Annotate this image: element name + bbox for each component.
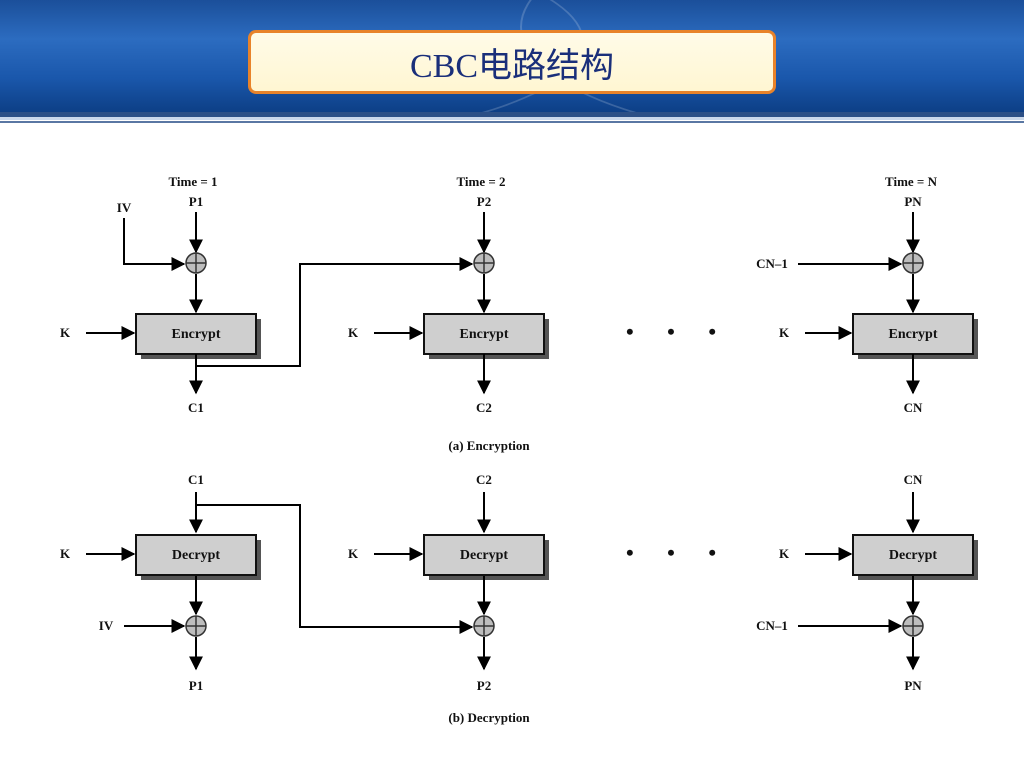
enc-chain-arrow xyxy=(196,257,474,367)
dec-pn: PN xyxy=(904,678,922,693)
dec-key-label: K xyxy=(348,546,359,561)
dec-cn1-label: CN–1 xyxy=(756,618,788,633)
dec-p1: P1 xyxy=(189,678,203,693)
dec-chain-arrow xyxy=(196,504,474,634)
header-rule xyxy=(0,112,1024,117)
decrypt-box: Decrypt xyxy=(852,534,978,580)
enc-c2: C2 xyxy=(476,400,492,415)
decrypt-label: Decrypt xyxy=(460,548,509,563)
enc-cn1-label: CN–1 xyxy=(756,256,788,271)
dec-c2: C2 xyxy=(476,472,492,487)
enc-caption: (a) Encryption xyxy=(448,438,530,453)
dec-cn: CN xyxy=(904,472,923,487)
dec-caption: (b) Decryption xyxy=(448,710,530,725)
dec-c1: C1 xyxy=(188,472,204,487)
xor-icon xyxy=(473,615,495,637)
enc-time-n: Time = N xyxy=(885,174,938,189)
dec-iv-label: IV xyxy=(99,618,114,633)
enc-key-label: K xyxy=(60,325,71,340)
enc-time-2: Time = 2 xyxy=(456,174,505,189)
title-box: CBC电路结构 xyxy=(248,30,776,94)
xor-icon xyxy=(902,615,924,637)
encrypt-box: Encrypt xyxy=(423,313,549,359)
decrypt-label: Decrypt xyxy=(172,548,221,563)
dec-key-label: K xyxy=(779,546,790,561)
xor-icon xyxy=(185,615,207,637)
dec-key-label: K xyxy=(60,546,71,561)
decrypt-label: Decrypt xyxy=(889,548,938,563)
slide-title: CBC电路结构 xyxy=(409,47,615,85)
dec-p2: P2 xyxy=(477,678,491,693)
header-rule xyxy=(0,121,1024,123)
encrypt-label: Encrypt xyxy=(889,327,938,342)
enc-time-1: Time = 1 xyxy=(168,174,217,189)
xor-icon xyxy=(902,252,924,274)
enc-ellipsis: • • • xyxy=(626,319,730,344)
encrypt-label: Encrypt xyxy=(172,327,221,342)
enc-key-label: K xyxy=(348,325,359,340)
header-rule xyxy=(0,117,1024,120)
enc-p1: P1 xyxy=(189,194,203,209)
enc-cn: CN xyxy=(904,400,923,415)
enc-iv-arrow xyxy=(123,218,186,271)
xor-icon xyxy=(185,252,207,274)
decrypt-box: Decrypt xyxy=(423,534,549,580)
xor-icon xyxy=(473,252,495,274)
enc-pn: PN xyxy=(904,194,922,209)
decrypt-box: Decrypt xyxy=(135,534,261,580)
encrypt-label: Encrypt xyxy=(460,327,509,342)
encrypt-box: Encrypt xyxy=(135,313,261,359)
enc-key-label: K xyxy=(779,325,790,340)
enc-c1: C1 xyxy=(188,400,204,415)
encrypt-box: Encrypt xyxy=(852,313,978,359)
enc-iv-label: IV xyxy=(117,200,132,215)
enc-p2: P2 xyxy=(477,194,491,209)
dec-ellipsis: • • • xyxy=(626,540,730,565)
